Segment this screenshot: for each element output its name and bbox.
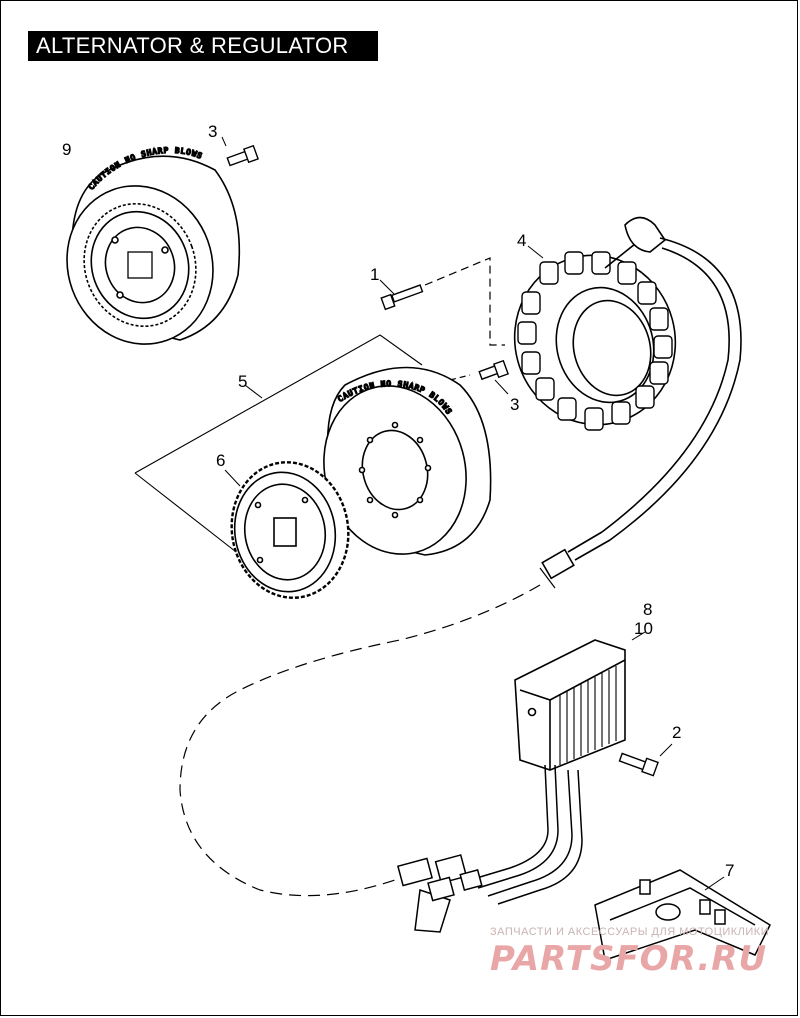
- page-title: ALTERNATOR & REGULATOR: [28, 31, 378, 61]
- wire-route: [179, 584, 541, 897]
- callout-3b: 3: [510, 395, 519, 414]
- regulator-leads: [469, 764, 583, 905]
- rotor-lower: CAUTION NO SHARP BLOWS: [323, 366, 492, 556]
- callout-6: 6: [216, 451, 225, 470]
- rotor-upper: CAUTION NO SHARP BLOWS: [66, 145, 241, 345]
- regulator-connectors: [397, 854, 483, 933]
- callout-4: 4: [517, 231, 526, 250]
- stator: [513, 251, 677, 431]
- callout-5: 5: [238, 372, 247, 391]
- regulator: [514, 639, 626, 771]
- mounting-bracket: [594, 869, 771, 961]
- bolt-2: [618, 752, 659, 777]
- sprocket: [230, 461, 350, 599]
- watermark-subtitle: ЗАПЧАСТИ И АКСЕССУАРЫ ДЛЯ МОТОЦИКЛИКИ: [490, 926, 769, 938]
- callout-9: 9: [62, 140, 71, 159]
- screw-1: [380, 284, 424, 311]
- screw-lower: [478, 359, 509, 381]
- assembly-bracket: [134, 334, 423, 556]
- screw-upper: [226, 144, 259, 167]
- callout-8: 8: [643, 600, 652, 619]
- callout-10: 10: [634, 619, 653, 638]
- callout-1: 1: [370, 265, 379, 284]
- callout-2: 2: [672, 723, 681, 742]
- watermark-logo: PARTSFOR.RU: [490, 939, 767, 979]
- stator-lead: [539, 216, 742, 589]
- callout-7: 7: [725, 861, 734, 880]
- callout-3a: 3: [208, 122, 217, 141]
